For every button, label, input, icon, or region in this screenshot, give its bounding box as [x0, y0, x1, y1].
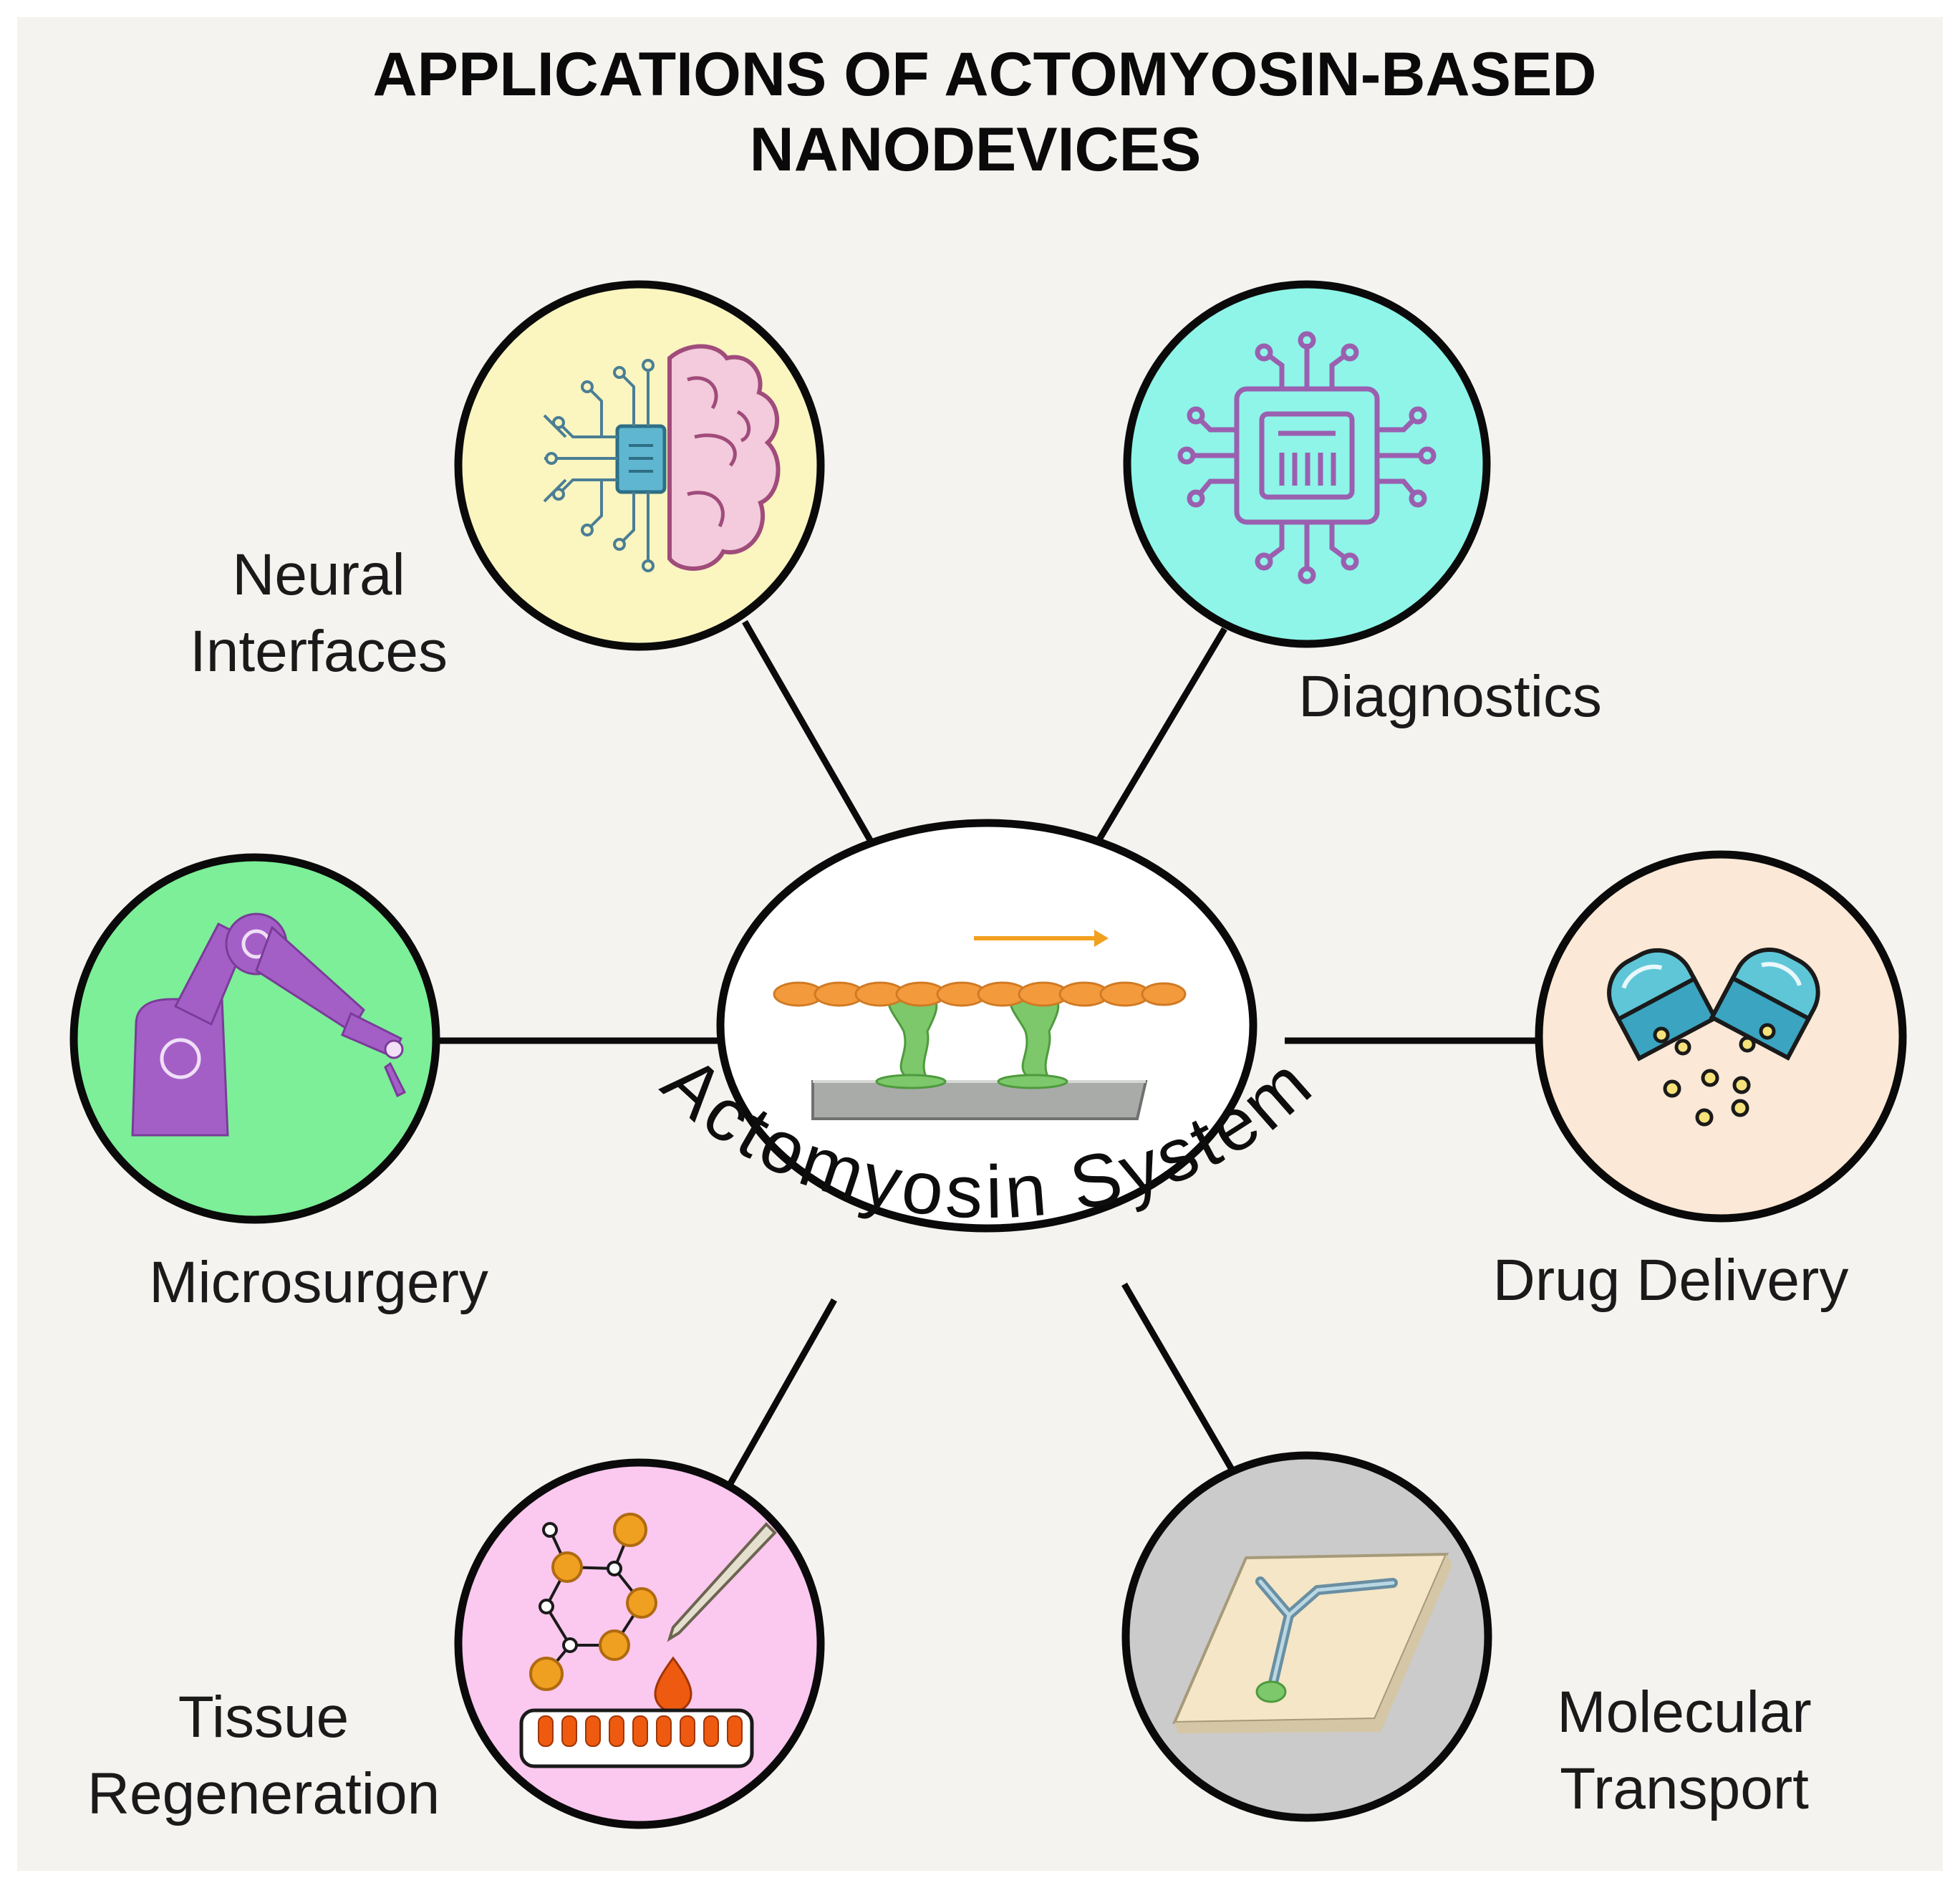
microfluidic-chip-icon — [1172, 1552, 1452, 1733]
label-neural-line-1: Neural — [232, 542, 405, 607]
connector-molecular-transport — [1121, 1282, 1238, 1478]
actin-myosin-motor-icon — [773, 930, 1187, 1120]
app-node-diagnostics — [1123, 280, 1491, 648]
connector-diagnostics — [1096, 627, 1227, 842]
app-node-tissue — [454, 1458, 825, 1829]
capsule-icon — [1607, 948, 1820, 1127]
microchip-icon — [1177, 331, 1437, 584]
brain-chip-icon — [543, 344, 781, 572]
connector-lines — [438, 620, 1538, 1492]
label-tissue-line-2: Regeneration — [87, 1761, 440, 1826]
label-neural-line-2: Interfaces — [190, 619, 448, 684]
title-line-2: NANODEVICES — [750, 115, 1202, 184]
label-molecular-transport-line-2: Transport — [1560, 1756, 1809, 1821]
app-node-drug-delivery — [1535, 850, 1907, 1223]
connector-neural — [742, 620, 875, 846]
label-microsurgery: Microsurgery — [149, 1250, 488, 1315]
app-node-molecular-transport — [1121, 1451, 1492, 1822]
app-node-microsurgery — [69, 853, 440, 1224]
robotic-arm-icon — [131, 912, 407, 1137]
drug-delivery-circle — [1535, 850, 1907, 1223]
label-drug-delivery: Drug Delivery — [1493, 1248, 1849, 1313]
label-diagnostics: Diagnostics — [1298, 664, 1602, 729]
app-node-neural — [454, 280, 825, 651]
molecule-pipette-icon — [519, 1513, 777, 1768]
label-tissue-line-1: Tissue — [178, 1685, 349, 1750]
title-line-1: APPLICATIONS OF ACTOMYOSIN-BASED — [373, 40, 1597, 109]
label-molecular-transport-line-1: Molecular — [1557, 1680, 1811, 1745]
hub-ellipse — [716, 819, 1257, 1233]
connector-tissue — [724, 1298, 837, 1492]
